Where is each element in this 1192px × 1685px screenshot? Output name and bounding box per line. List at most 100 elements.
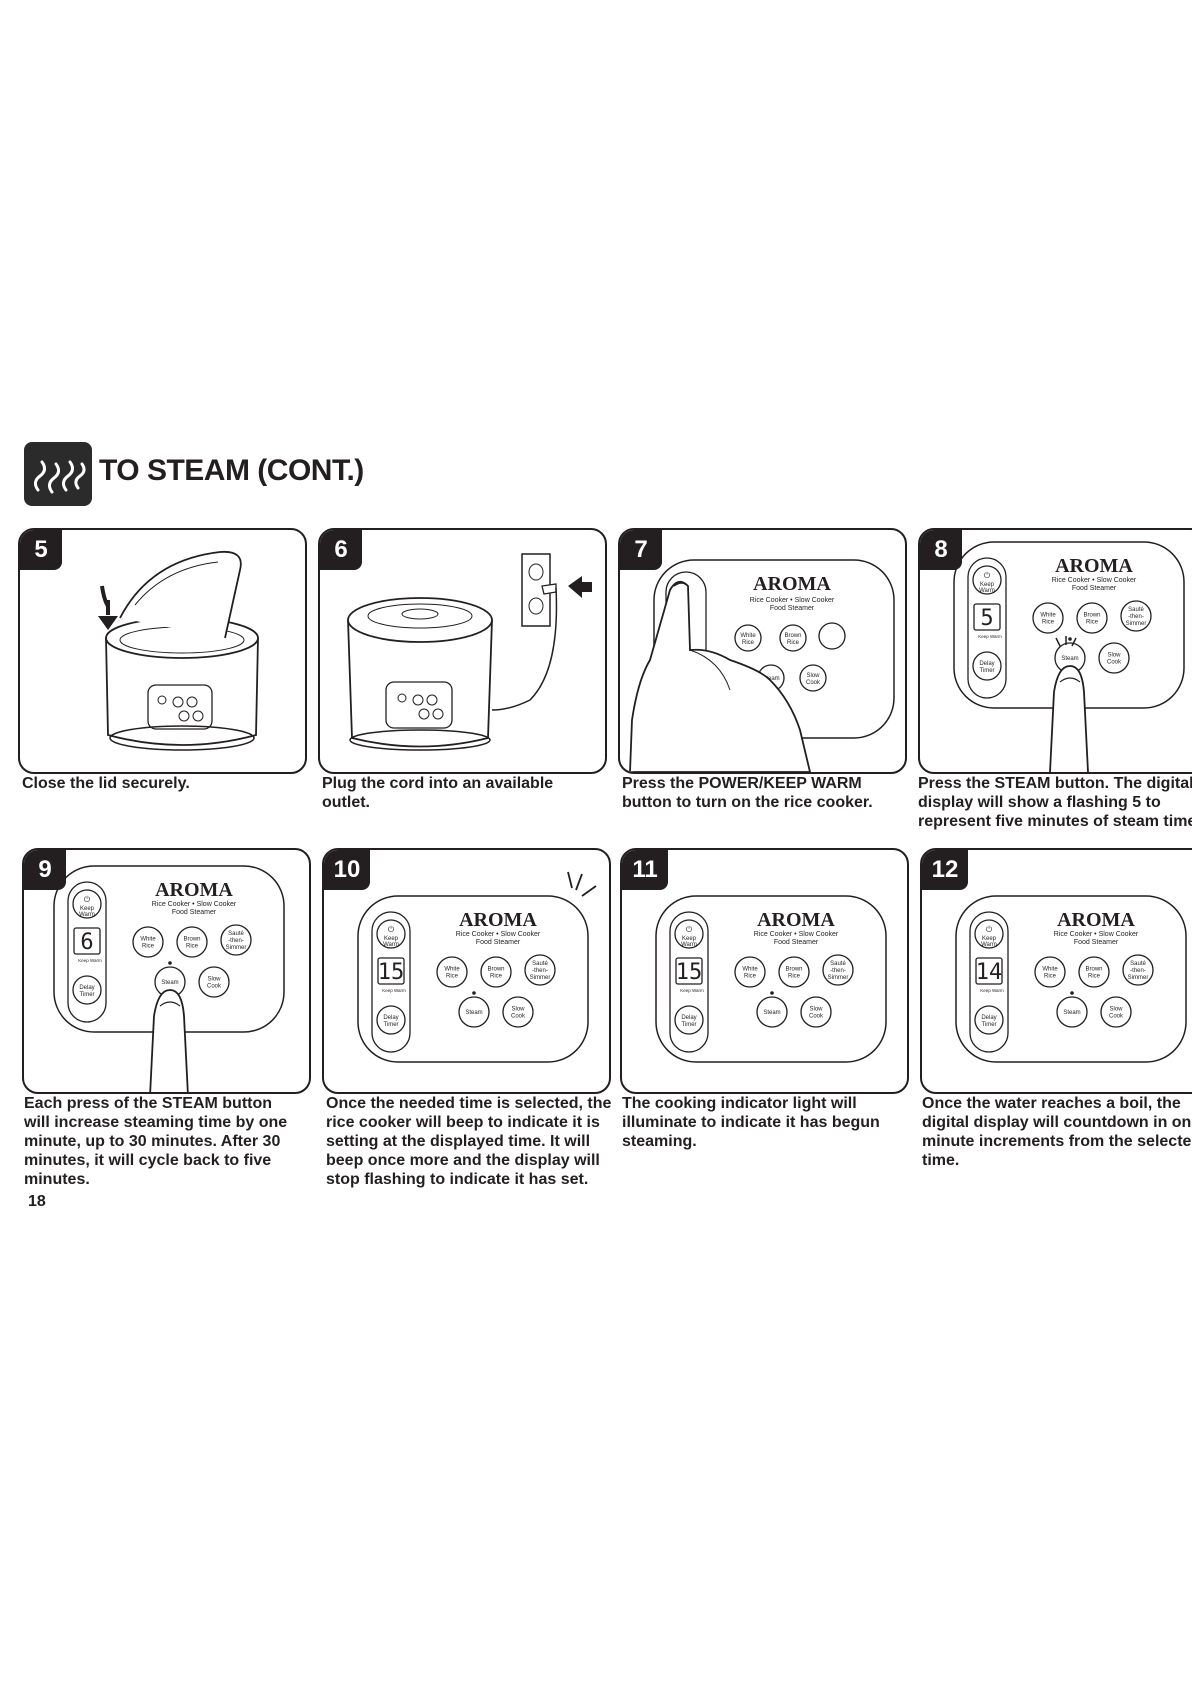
saute-simmer-button bbox=[1122, 954, 1154, 986]
left-control-column bbox=[67, 881, 107, 1023]
saute-simmer-label: Simmer bbox=[226, 945, 247, 951]
delay-timer-label: Delay bbox=[79, 985, 94, 991]
slow-cook-button bbox=[198, 966, 230, 998]
delay-timer-label: Timer bbox=[681, 1022, 696, 1028]
keep-warm-indicator-label: Keep Warm bbox=[978, 634, 1002, 639]
saute-simmer-label: -then- bbox=[1130, 968, 1146, 974]
delay-timer-label: Timer bbox=[383, 1022, 398, 1028]
power-icon: ⏻ bbox=[986, 925, 993, 934]
step-number: 12 bbox=[922, 850, 968, 890]
white-rice-button bbox=[1034, 956, 1066, 988]
caption-line: The cooking indicator light will bbox=[622, 1095, 857, 1112]
delay-timer-label: Delay bbox=[981, 1015, 996, 1021]
delay-timer-button bbox=[376, 1005, 406, 1035]
digital-display bbox=[73, 927, 101, 955]
left-control-column bbox=[969, 911, 1009, 1053]
saute-simmer-label: Sauté bbox=[1128, 607, 1144, 613]
beep-mark bbox=[567, 871, 573, 889]
saute-simmer-label: Sauté bbox=[830, 961, 846, 967]
panel-outline bbox=[655, 895, 887, 1063]
brown-rice-label: Brown bbox=[183, 937, 200, 943]
caption-line: outlet. bbox=[322, 794, 370, 811]
slow-cook-button bbox=[1100, 996, 1132, 1028]
white-rice-button bbox=[132, 926, 164, 958]
steam-label: Steam bbox=[762, 676, 779, 682]
keep-warm-label: Keep bbox=[980, 582, 995, 588]
brown-rice-button bbox=[480, 956, 512, 988]
keep-warm-indicator-label: Keep Warm bbox=[382, 988, 406, 993]
brown-rice-label: Rice bbox=[1086, 620, 1099, 626]
caption-line: steaming. bbox=[622, 1133, 697, 1150]
steam-indicator-light bbox=[1068, 637, 1072, 641]
white-rice-label: White bbox=[140, 937, 156, 943]
slow-cook-label: Slow bbox=[1107, 653, 1121, 659]
delay-timer-button bbox=[72, 975, 102, 1005]
brown-rice-button bbox=[1076, 602, 1108, 634]
display-value: 5 bbox=[980, 606, 993, 631]
white-rice-label: Rice bbox=[142, 944, 155, 950]
slow-cook-label: Slow bbox=[207, 977, 221, 983]
slow-cook-button bbox=[1098, 642, 1130, 674]
brown-rice-label: Brown bbox=[1085, 967, 1102, 973]
keep-warm-label: Warm bbox=[79, 912, 95, 918]
caption-line: illuminate to indicate it has begun bbox=[622, 1114, 880, 1131]
caption-line: Plug the cord into an available bbox=[322, 775, 554, 792]
slow-cook-label: Slow bbox=[806, 673, 820, 679]
caption-line: Close the lid securely. bbox=[22, 775, 190, 792]
caption-line: beep once more and the display will bbox=[326, 1152, 600, 1169]
steam-label: Steam bbox=[465, 1010, 482, 1016]
left-control-column bbox=[371, 911, 411, 1053]
brown-rice-label: Rice bbox=[490, 974, 503, 980]
power-keep-warm-button bbox=[674, 919, 704, 949]
panel-outline bbox=[357, 895, 589, 1063]
pressing-finger bbox=[149, 989, 189, 1092]
keep-warm-label: Warm bbox=[981, 942, 997, 948]
panel-subtitle: Rice Cooker • Slow Cooker bbox=[750, 597, 835, 604]
slow-cook-label: Slow bbox=[511, 1007, 525, 1013]
delay-timer-label: Timer bbox=[981, 1022, 996, 1028]
slow-cook-label: Cook bbox=[207, 984, 222, 990]
left-control-column bbox=[967, 557, 1007, 699]
illustration-plug-cord: 6 bbox=[318, 528, 607, 774]
panel-subtitle: Rice Cooker • Slow Cooker bbox=[456, 931, 541, 938]
steam-label: Steam bbox=[1063, 1010, 1080, 1016]
steam-indicator-light bbox=[472, 991, 476, 995]
digital-display bbox=[973, 603, 1001, 631]
keep-warm-indicator-label: Keep Warm bbox=[980, 988, 1004, 993]
fingernail bbox=[159, 1001, 181, 1007]
caption-line: setting at the displayed time. It will bbox=[326, 1133, 591, 1150]
power-keep-warm-button bbox=[972, 565, 1002, 595]
caption-line: display will show a flashing 5 to bbox=[918, 794, 1161, 811]
step-number: 7 bbox=[620, 530, 662, 570]
white-rice-button bbox=[436, 956, 468, 988]
panel-subtitle: Rice Cooker • Slow Cooker bbox=[754, 931, 839, 938]
brown-rice-label: Brown bbox=[487, 967, 504, 973]
white-rice-label: White bbox=[742, 967, 758, 973]
panel-subtitle: Rice Cooker • Slow Cooker bbox=[152, 901, 237, 908]
steam-button bbox=[756, 996, 788, 1028]
brand-logo: AROMA bbox=[1055, 555, 1133, 577]
panel-subtitle: Rice Cooker • Slow Cooker bbox=[1054, 931, 1139, 938]
keep-warm-label: Warm bbox=[979, 588, 995, 594]
panel-subtitle: Food Steamer bbox=[476, 939, 521, 946]
brown-rice-button bbox=[1078, 956, 1110, 988]
caption-line: rice cooker will beep to indicate it is bbox=[326, 1114, 600, 1131]
display-value: 14 bbox=[976, 960, 1003, 985]
panel-outline bbox=[955, 895, 1187, 1063]
power-icon: ⏻ bbox=[388, 925, 395, 934]
brown-rice-button bbox=[778, 956, 810, 988]
saute-simmer-label: Sauté bbox=[228, 931, 244, 937]
steam-label: Steam bbox=[763, 1010, 780, 1016]
white-rice-button bbox=[734, 956, 766, 988]
saute-simmer-label: Sauté bbox=[1130, 961, 1146, 967]
slow-cook-label: Slow bbox=[1109, 1007, 1123, 1013]
saute-simmer-button bbox=[220, 924, 252, 956]
caption-line: Once the water reaches a boil, the bbox=[922, 1095, 1181, 1112]
panel-subtitle: Food Steamer bbox=[1074, 939, 1119, 946]
saute-simmer-button bbox=[822, 954, 854, 986]
slow-cook-label: Cook bbox=[809, 1014, 824, 1020]
